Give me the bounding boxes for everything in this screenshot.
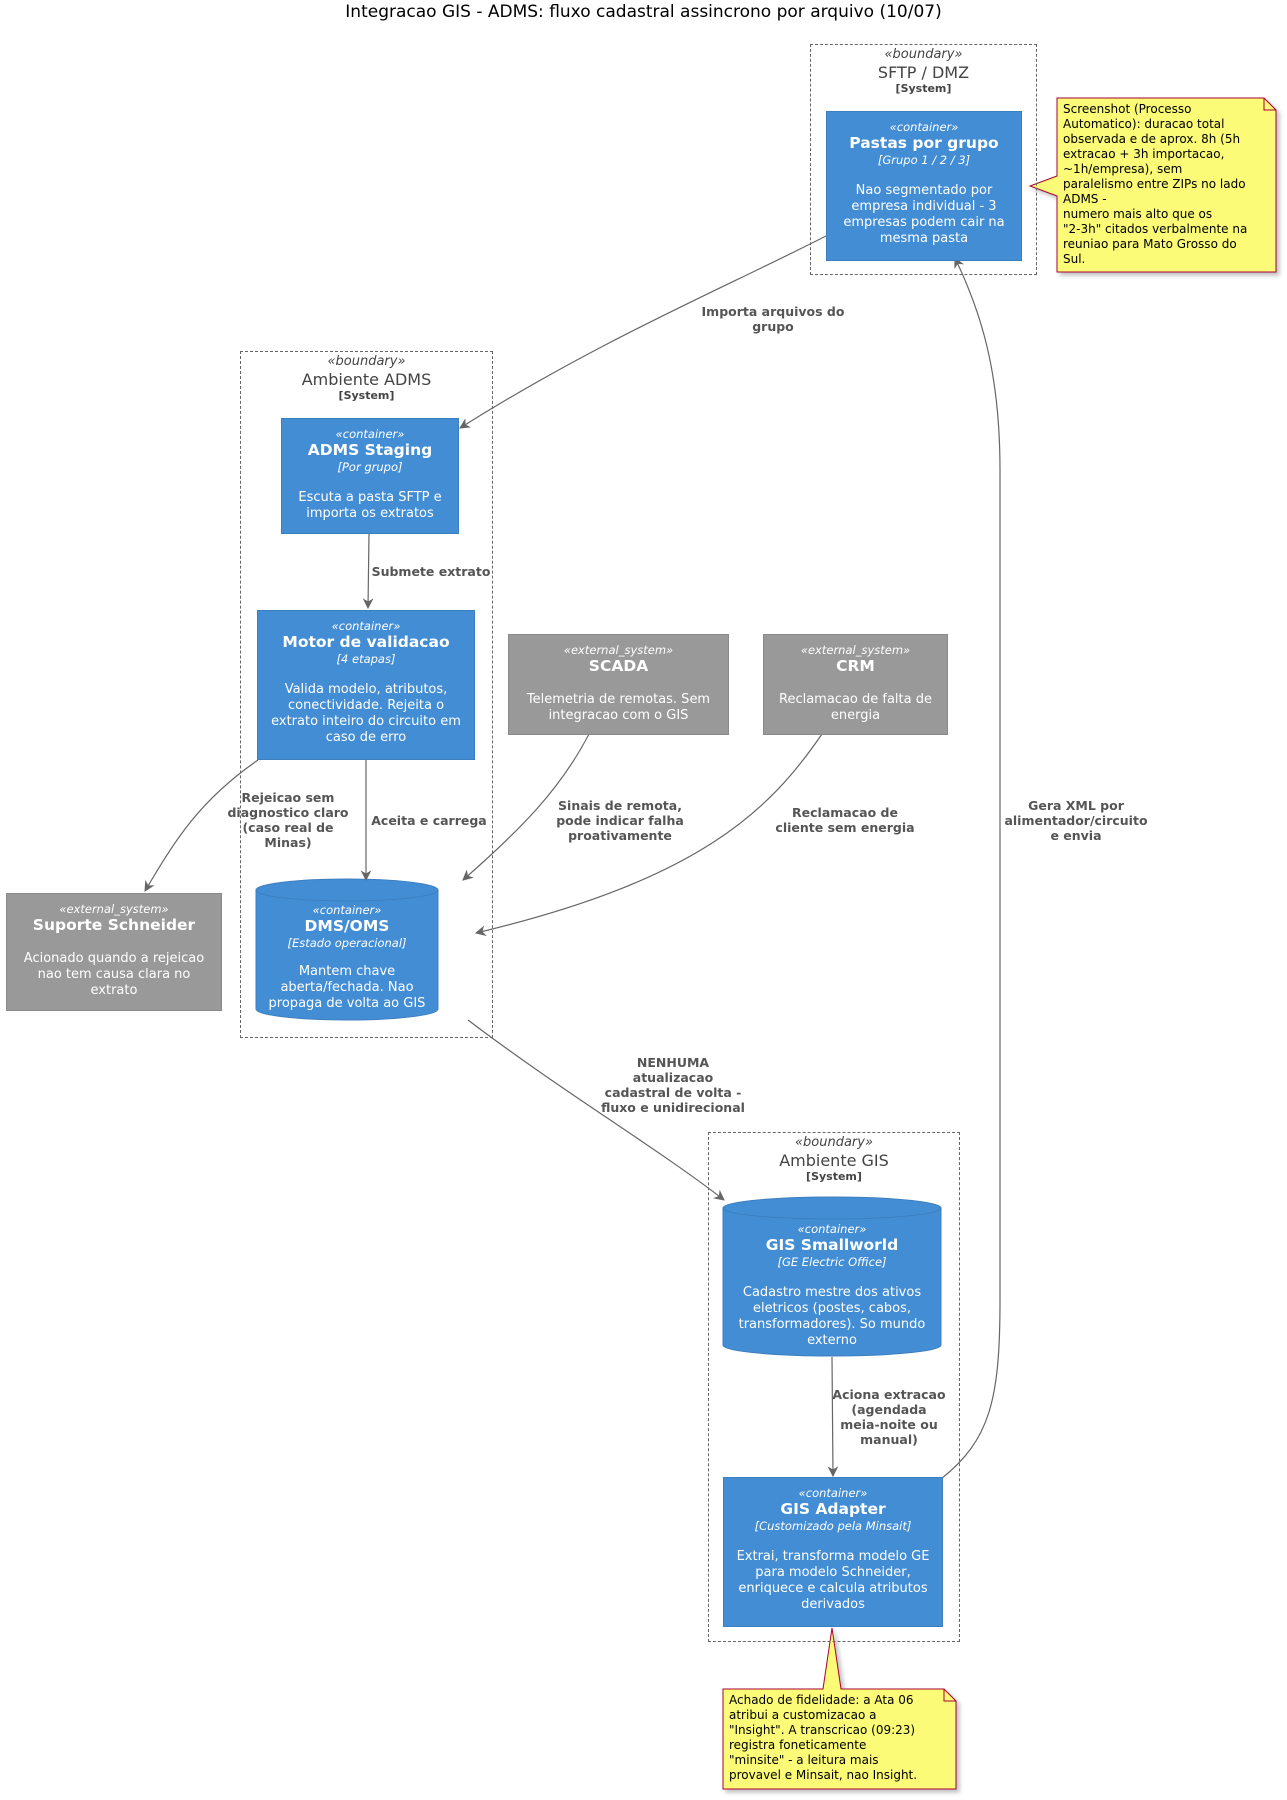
boundary-type: [System] xyxy=(895,82,952,95)
external-crm[interactable]: «external_system» CRM Reclamacao de falt… xyxy=(763,634,948,735)
note-fidelidade: Achado de fidelidade: a Ata 06 atribui a… xyxy=(729,1693,918,1782)
edge-rejeicao xyxy=(144,759,259,892)
node-stereotype: «container» xyxy=(335,427,405,441)
edge-label-importa: Importa arquivos do grupo xyxy=(701,304,845,334)
container-pastas-por-grupo[interactable]: «container» Pastas por grupo [Grupo 1 / … xyxy=(826,111,1022,261)
edge-label-rejeicao: Rejeicao sem diagnostico claro (caso rea… xyxy=(227,790,349,850)
node-stereotype: «external_system» xyxy=(800,643,911,657)
node-description: Valida modelo, atributos, conectividade.… xyxy=(271,682,461,745)
edge-label-reclamacao: Reclamacao de cliente sem energia xyxy=(775,805,915,835)
boundary-type: [System] xyxy=(806,1170,862,1183)
diagram-title: Integracao GIS - ADMS: fluxo cadastral a… xyxy=(345,2,942,22)
node-name: DMS/OMS xyxy=(304,917,390,935)
node-name: CRM xyxy=(836,657,875,675)
edge-importa xyxy=(459,235,827,429)
node-stereotype: «container» xyxy=(331,619,401,633)
node-name: GIS Smallworld xyxy=(765,1236,899,1254)
node-name: ADMS Staging xyxy=(307,441,433,459)
container-gis-adapter[interactable]: «container» GIS Adapter [Customizado pel… xyxy=(723,1477,943,1627)
container-dms-oms[interactable]: «container» DMS/OMS [Estado operacional]… xyxy=(256,903,438,1017)
edge-label-submete: Submete extrato xyxy=(371,564,491,579)
node-name: Motor de validacao xyxy=(282,633,450,651)
node-description: Cadastro mestre dos ativos eletricos (po… xyxy=(738,1285,926,1348)
boundary-name: Ambiente ADMS xyxy=(301,370,432,389)
node-description: Mantem chave aberta/fechada. Nao propaga… xyxy=(268,964,426,1011)
node-description: Reclamacao de falta de energia xyxy=(779,692,932,723)
node-description: Nao segmentado por empresa individual - … xyxy=(843,183,1005,246)
gis-smallworld-cylinder xyxy=(722,1196,942,1357)
edge-aciona xyxy=(827,1356,839,1478)
edge-gera-xml xyxy=(940,257,1001,1480)
node-technology: [4 etapas] xyxy=(336,652,396,666)
note-screenshot: Screenshot (Processo Automatico): duraca… xyxy=(1063,102,1248,266)
edge-label-nenhuma: NENHUMA atualizacao cadastral de volta -… xyxy=(601,1055,745,1115)
boundary-stereotype: «boundary» xyxy=(795,1135,873,1150)
boundary-adms: «boundary» Ambiente ADMS [System] xyxy=(240,351,493,1038)
boundary-name: Ambiente GIS xyxy=(779,1151,889,1170)
node-technology: [GE Electric Office] xyxy=(777,1255,887,1269)
node-technology: [Por grupo] xyxy=(337,460,403,474)
boundary-stereotype: «boundary» xyxy=(884,47,963,62)
edge-submete xyxy=(362,532,374,610)
node-name: SCADA xyxy=(588,657,649,675)
node-name: Pastas por grupo xyxy=(849,134,999,152)
node-stereotype: «container» xyxy=(798,1486,868,1500)
node-stereotype: «external_system» xyxy=(563,643,674,657)
node-description: Acionado quando a rejeicao nao tem causa… xyxy=(23,951,205,998)
external-scada[interactable]: «external_system» SCADA Telemetria de re… xyxy=(508,634,729,735)
node-description: Extrai, transforma modelo GE para modelo… xyxy=(736,1549,930,1612)
edge-nenhuma xyxy=(467,1019,725,1201)
external-suporte-schneider[interactable]: «external_system» Suporte Schneider Acio… xyxy=(6,893,222,1011)
node-stereotype: «external_system» xyxy=(59,902,169,916)
edge-sinais xyxy=(462,733,590,881)
note-screenshot-shape xyxy=(1028,97,1277,273)
edge-label-sinais: Sinais de remota, pode indicar falha pro… xyxy=(556,798,684,843)
edge-label-aciona: Aciona extracao (agendada meia-noite ou … xyxy=(832,1387,946,1447)
node-stereotype: «container» xyxy=(312,903,382,917)
dms-oms-cylinder xyxy=(255,878,439,1021)
container-adms-staging[interactable]: «container» ADMS Staging [Por grupo] Esc… xyxy=(281,418,459,534)
boundary-sftp: «boundary» SFTP / DMZ [System] xyxy=(810,44,1037,275)
node-description: Telemetria de remotas. Sem integracao co… xyxy=(526,692,711,723)
boundary-gis: «boundary» Ambiente GIS [System] xyxy=(708,1132,960,1642)
node-name: GIS Adapter xyxy=(780,1500,886,1518)
container-gis-smallworld[interactable]: «container» GIS Smallworld [GE Electric … xyxy=(723,1222,941,1352)
node-description: Escuta a pasta SFTP e importa os extrato… xyxy=(298,490,442,521)
node-technology: [Customizado pela Minsait] xyxy=(754,1519,912,1533)
boundary-name: SFTP / DMZ xyxy=(877,63,970,82)
boundary-type: [System] xyxy=(338,389,395,402)
container-motor-validacao[interactable]: «container» Motor de validacao [4 etapas… xyxy=(257,610,475,760)
note-fidelidade-shape xyxy=(722,1627,957,1790)
node-technology: [Estado operacional] xyxy=(287,936,407,950)
node-stereotype: «container» xyxy=(797,1222,867,1236)
boundary-stereotype: «boundary» xyxy=(327,354,406,369)
node-technology: [Grupo 1 / 2 / 3] xyxy=(877,153,971,167)
node-name: Suporte Schneider xyxy=(32,916,196,934)
node-stereotype: «container» xyxy=(889,120,959,134)
edge-label-gera-xml: Gera XML por alimentador/circuito e envi… xyxy=(1004,798,1148,843)
edge-reclamacao xyxy=(474,733,823,937)
edge-label-aceita: Aceita e carrega xyxy=(371,813,487,828)
